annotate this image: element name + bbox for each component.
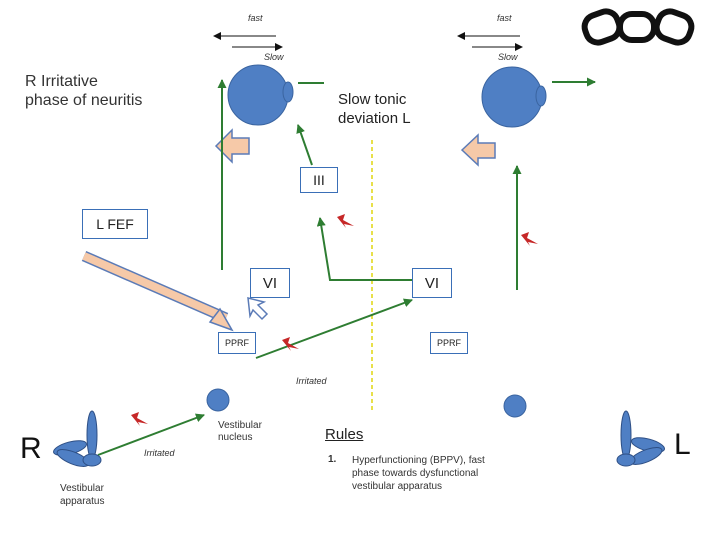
side-label-left: L [674,428,691,461]
slow-label-right: Slow [498,52,518,62]
semicircular-canal-icon [53,410,102,467]
pathway-vi-to-iii [316,217,412,281]
pprf-right-box: PPRF [430,332,468,354]
irritation-spark-icon [337,214,354,228]
vestibular-nucleus-node [206,388,230,412]
nucleus-iii-box: III [300,167,338,193]
rule-number: 1. [328,454,337,465]
slow-tonic-label: Slow tonic deviation L [338,91,411,127]
irritation-spark-icon [131,412,148,426]
irritation-spark-icon [521,232,538,246]
contralateral-vestibular-nucleus-node [503,394,527,418]
fast-phase-block-arrow [460,133,496,167]
eyeball-icon [227,64,294,126]
chain-link-icon [581,8,695,46]
irritated-label-left: Irritated [144,448,175,458]
nucleus-vi-left-box: VI [250,268,290,298]
pathway-iii-to-left-eye [296,124,313,166]
side-label-right: R [20,432,42,465]
pathway-vestibular-apparatus-to-nucleus [97,413,205,456]
pathway-vestibular-to-pprf [255,298,413,359]
vestibular-apparatus-label: Vestibular apparatus [60,483,105,507]
irritated-label-center: Irritated [296,376,327,386]
page-title: R Irritative phase of neuritis [25,73,143,109]
fast-label-left: fast [248,13,263,23]
rule-text: Hyperfunctioning (BPPV), fast phase towa… [352,455,485,492]
vestibular-nucleus-label: Vestibular nucleus [218,420,262,443]
slow-label-left: Slow [264,52,284,62]
eyeball-icon [481,66,547,128]
rules-heading: Rules [325,426,364,443]
irritation-spark-icon [282,337,299,351]
fast-label-right: fast [497,13,512,23]
nucleus-vi-right-box: VI [412,268,452,298]
pprf-left-box: PPRF [218,332,256,354]
pprf-input-block-arrow [247,297,269,321]
l-fef-box: L FEF [82,209,148,239]
fef-projection-arrowhead [208,307,234,332]
fast-phase-block-arrow [214,128,250,164]
semicircular-canal-icon [616,410,665,467]
